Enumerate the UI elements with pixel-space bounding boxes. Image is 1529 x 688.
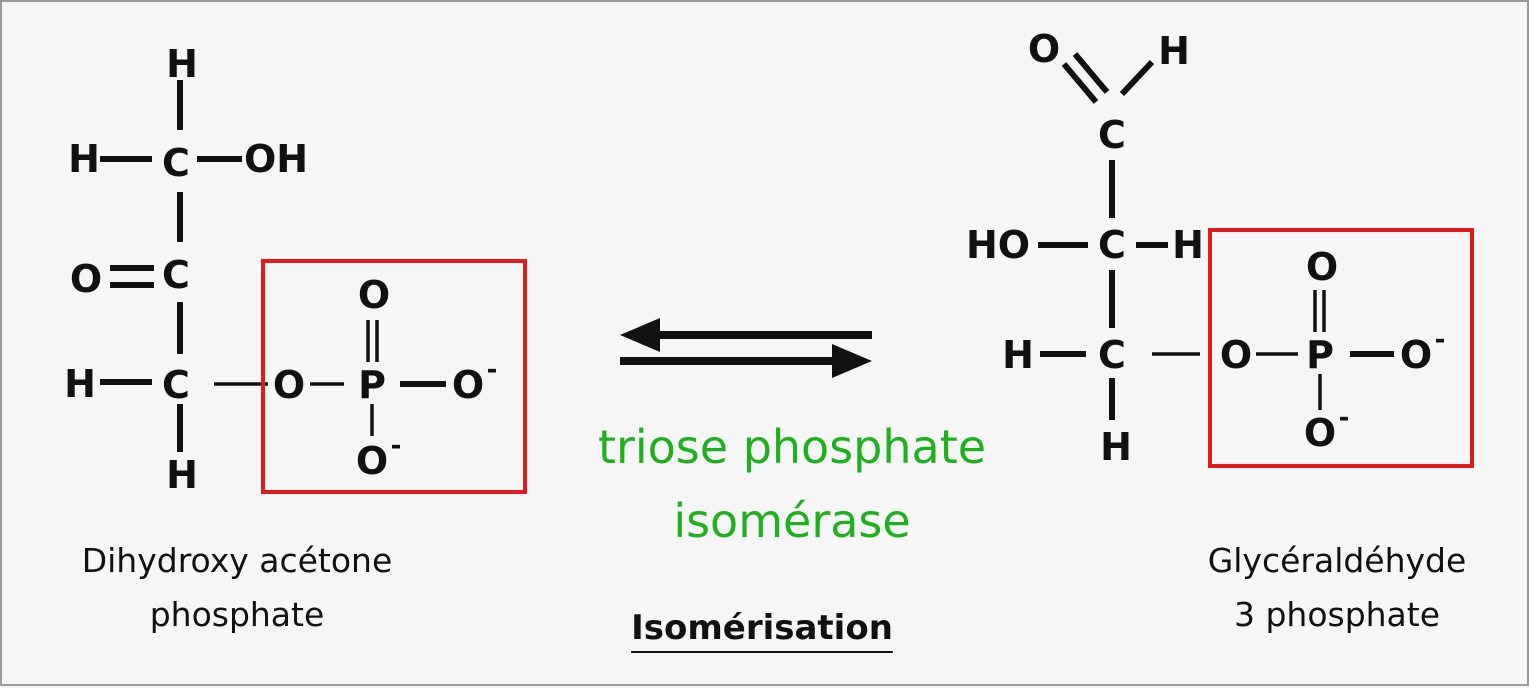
atom-o-link-r: O xyxy=(1220,333,1252,377)
atom-h-bottom: H xyxy=(166,453,198,497)
atom-p-r: P xyxy=(1306,333,1334,377)
enzyme-line-2: isomérase xyxy=(673,494,911,548)
left-molecule-name: Dihydroxy acétone phosphate xyxy=(32,534,442,642)
atom-o-bottom-r: O xyxy=(1304,411,1336,455)
atom-oh: OH xyxy=(244,137,308,181)
enzyme-line-1: triose phosphate xyxy=(597,420,987,474)
atom-p: P xyxy=(358,363,386,407)
right-name-line-1: Glycéraldéhyde xyxy=(1207,541,1467,580)
atom-c3-r: C xyxy=(1098,333,1126,377)
atom-h-bottom-r: H xyxy=(1100,425,1132,469)
atom-o-right-r: O xyxy=(1400,333,1432,377)
atom-c1-r: C xyxy=(1098,113,1126,157)
atom-o-top: O xyxy=(358,273,390,317)
arrow-forward-head xyxy=(832,344,872,378)
bond-o-c1-double-2 xyxy=(1072,52,1110,94)
charge-o-right-r: - xyxy=(1435,325,1446,355)
atom-o-right: O xyxy=(452,363,484,407)
atom-o-keto: O xyxy=(70,257,102,301)
phosphate-box-right xyxy=(1208,228,1474,468)
atom-o-link: O xyxy=(273,363,305,407)
phosphate-box-left xyxy=(261,259,527,494)
atom-o-bottom: O xyxy=(356,439,388,483)
left-molecule: H H C OH O C H C H O P O O - O - xyxy=(64,42,527,497)
right-molecule-name: Glycéraldéhyde 3 phosphate xyxy=(1152,534,1522,642)
bond-c1-h xyxy=(1119,59,1155,97)
atom-ho: HO xyxy=(966,223,1030,267)
bond-o-c1-double-1 xyxy=(1061,62,1099,104)
enzyme-name: triose phosphate isomérase xyxy=(542,410,1042,558)
atom-o-top-r: O xyxy=(1306,245,1338,289)
arrow-reverse-head xyxy=(620,318,660,352)
process-label: Isomérisation xyxy=(631,608,893,648)
charge-o-right: - xyxy=(487,355,498,385)
atom-c1: C xyxy=(162,141,190,185)
atom-h-left-3-r: H xyxy=(1002,333,1034,377)
atom-o-aldehyde: O xyxy=(1028,27,1060,71)
right-molecule: O H C HO C H H C H O P O O - O - xyxy=(966,27,1474,469)
atom-h-aldehyde: H xyxy=(1158,29,1190,73)
left-name-line-1: Dihydroxy acétone xyxy=(81,541,393,580)
atom-h-top: H xyxy=(166,42,198,86)
charge-o-bottom-r: - xyxy=(1339,403,1350,433)
atom-h-c2: H xyxy=(1172,223,1204,267)
atom-c3: C xyxy=(162,363,190,407)
atom-h-left-1: H xyxy=(68,137,100,181)
atom-c2-r: C xyxy=(1098,223,1126,267)
right-name-line-2: 3 phosphate xyxy=(1233,595,1441,634)
equilibrium-arrows xyxy=(620,318,872,378)
atom-h-left-3: H xyxy=(64,362,96,406)
atom-c2: C xyxy=(162,253,190,297)
left-name-line-2: phosphate xyxy=(149,595,325,634)
charge-o-bottom: - xyxy=(391,431,402,461)
